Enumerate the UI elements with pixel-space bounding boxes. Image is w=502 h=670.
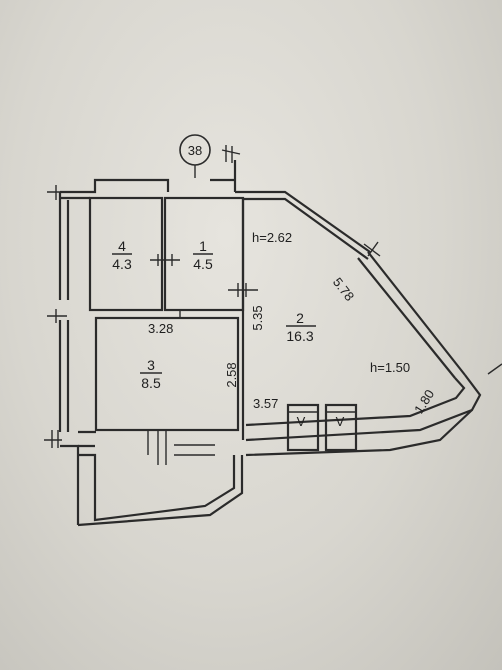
axis-marker-label: 38 bbox=[188, 143, 202, 158]
vent-mark-right: V bbox=[336, 414, 345, 429]
balcony-length: 3.57 bbox=[253, 396, 278, 411]
room-3-outline bbox=[94, 316, 240, 432]
room-labels: 4 4.3 1 4.5 2 16.3 3 8.5 bbox=[112, 238, 316, 391]
room-4-number: 4 bbox=[118, 238, 126, 254]
balcony-end: 1.80 bbox=[411, 387, 437, 416]
vent-mark-left: V bbox=[297, 414, 306, 429]
room-3-number: 3 bbox=[147, 357, 155, 373]
vent-shafts: V V bbox=[286, 403, 358, 452]
wall-length: 5.35 bbox=[250, 305, 265, 330]
vent-shaft-left bbox=[286, 403, 320, 452]
vent-shaft-right bbox=[324, 403, 358, 452]
axis-marker: 38 bbox=[179, 134, 211, 178]
room-1-number: 1 bbox=[199, 238, 207, 254]
room-4-area: 4.3 bbox=[112, 256, 132, 272]
room-1-area: 4.5 bbox=[193, 256, 213, 272]
room3-depth: 2.58 bbox=[224, 362, 239, 387]
room-4-outline bbox=[88, 196, 164, 312]
room-3-area: 8.5 bbox=[141, 375, 161, 391]
height-low: h=1.50 bbox=[370, 360, 410, 375]
interior-walls bbox=[78, 196, 258, 465]
diagonal-length: 5.78 bbox=[330, 275, 357, 304]
room-2-number: 2 bbox=[296, 310, 304, 326]
outer-walls bbox=[58, 160, 482, 527]
height-main: h=2.62 bbox=[252, 230, 292, 245]
room3-width: 3.28 bbox=[148, 321, 173, 336]
dimension-labels: h=2.62 h=1.50 3.28 3.57 2.58 5.35 5.78 1… bbox=[148, 230, 437, 416]
room-2-area: 16.3 bbox=[286, 328, 313, 344]
